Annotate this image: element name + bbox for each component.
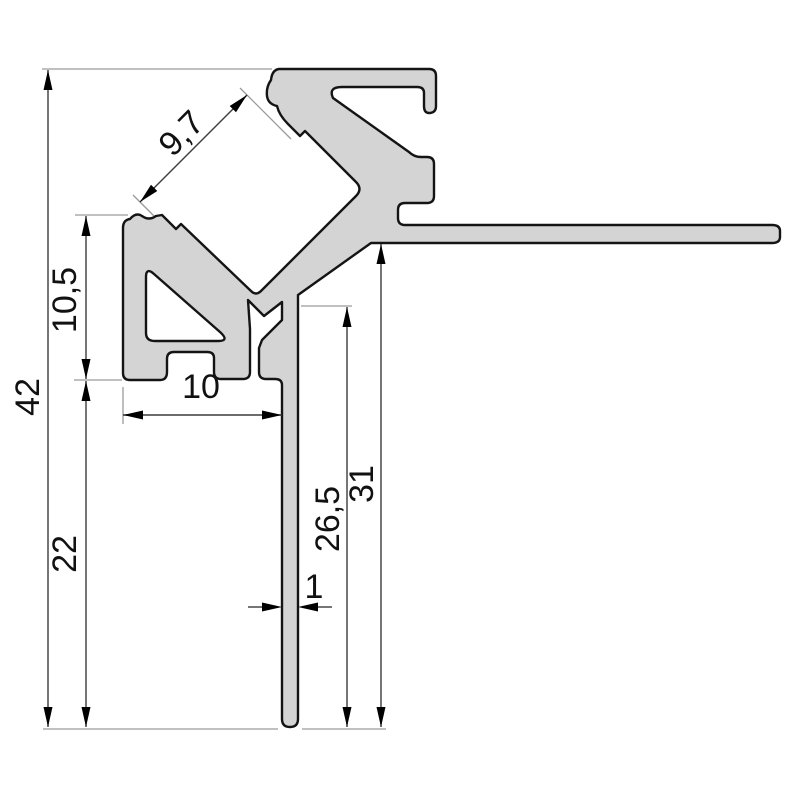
dim-label-foot-height: 10,5 <box>46 267 84 333</box>
arrow-up-right-icon <box>229 95 247 113</box>
arrow-down-icon <box>376 707 386 727</box>
dim-label-leg-height: 26,5 <box>309 486 347 552</box>
dimension-leg-thickness: 1 <box>248 568 332 612</box>
arrow-down-icon <box>81 359 91 379</box>
arrow-down-icon <box>43 707 53 727</box>
arrow-down-icon <box>342 707 352 727</box>
dimension-total-height: 42 <box>9 70 53 727</box>
arrow-right-icon <box>262 410 282 420</box>
arrow-down-left-icon <box>140 184 158 202</box>
arrow-left-icon <box>123 410 143 420</box>
extension-lines <box>42 68 386 730</box>
arrow-left-icon <box>298 602 318 612</box>
dim-label-leg-thickness: 1 <box>305 568 324 606</box>
dimension-channel-opening: 9,7 <box>139 94 248 203</box>
arrow-up-icon <box>81 216 91 236</box>
dim-label-bottom-to-foot: 22 <box>46 535 84 573</box>
dim-label-total-height: 42 <box>9 378 47 416</box>
dimension-bottom-to-foot: 22 <box>46 381 91 727</box>
arrow-down-icon <box>81 707 91 727</box>
arrow-up-icon <box>376 244 386 264</box>
dimension-leg-height: 26,5 <box>309 307 352 727</box>
arrow-up-icon <box>43 70 53 90</box>
dim-label-foot-width: 10 <box>182 368 220 406</box>
dimension-foot-height: 10,5 <box>46 216 91 379</box>
dimension-flange-to-bottom: 31 <box>343 244 386 727</box>
arrow-up-icon <box>81 381 91 401</box>
arrow-right-icon <box>262 602 282 612</box>
arrow-up-icon <box>342 307 352 327</box>
dim-label-channel-opening: 9,7 <box>151 103 211 163</box>
dimension-foot-width: 10 <box>123 368 282 420</box>
aluminium-profile-section <box>121 67 782 729</box>
ext-line-opening-upper <box>239 87 292 140</box>
dim-line-9-7 <box>139 94 248 203</box>
dim-label-flange-to-bottom: 31 <box>343 465 381 503</box>
